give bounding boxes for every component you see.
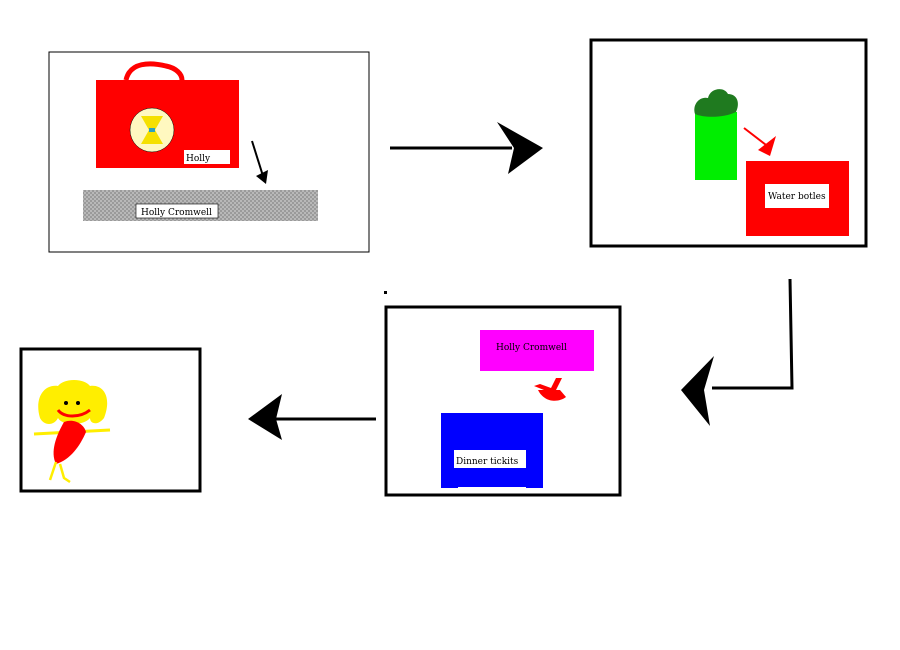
lunchbox-tag-label: Holly	[186, 154, 211, 164]
stray-dot	[384, 291, 387, 294]
shelf-nameplate-label: Holly Cromwell	[141, 208, 212, 218]
shelf-nameplate	[135, 203, 219, 219]
lunchbox-tag	[184, 150, 230, 164]
arrow-bent-left	[681, 278, 794, 426]
name-card	[480, 330, 594, 371]
arrow-bent-head	[681, 356, 714, 426]
girl-figure	[33, 380, 111, 484]
panel-lunchbox: Holly Holly Cromwell	[48, 51, 370, 253]
down-arrow-shaft	[251, 140, 264, 177]
girl-eye-right	[76, 401, 80, 405]
bottle-cap	[694, 89, 738, 117]
arrow-right-head	[497, 122, 543, 174]
bottles-box-tag	[765, 184, 829, 208]
down-arrow-head	[256, 170, 268, 184]
girl-hair	[38, 380, 108, 424]
red-arrow-scribble-base	[538, 390, 566, 401]
girl-legs	[48, 461, 71, 484]
arrow-right	[390, 122, 543, 174]
tickets-box-label: Dinner tickits	[456, 457, 519, 467]
bottles-box-label: Water botles	[768, 192, 826, 202]
lunchbox-handle	[123, 61, 185, 81]
tickets-box-tag	[454, 450, 526, 468]
name-card-label: Holly Cromwell	[496, 343, 567, 353]
girl-eye-left	[64, 401, 68, 405]
girl-dress	[53, 420, 86, 464]
bow-knot	[149, 128, 155, 132]
girl-mouth	[56, 408, 91, 418]
arrow-left-head	[248, 394, 282, 440]
bottle	[695, 112, 737, 180]
red-arrow-head	[758, 136, 776, 156]
tickets-box-gap	[458, 487, 526, 493]
arrow-left	[248, 394, 376, 440]
panel-tickets: Holly Cromwell Dinner tickits	[384, 305, 622, 497]
panel-girl	[19, 347, 202, 493]
panel-bottles: Water botles	[589, 38, 868, 248]
